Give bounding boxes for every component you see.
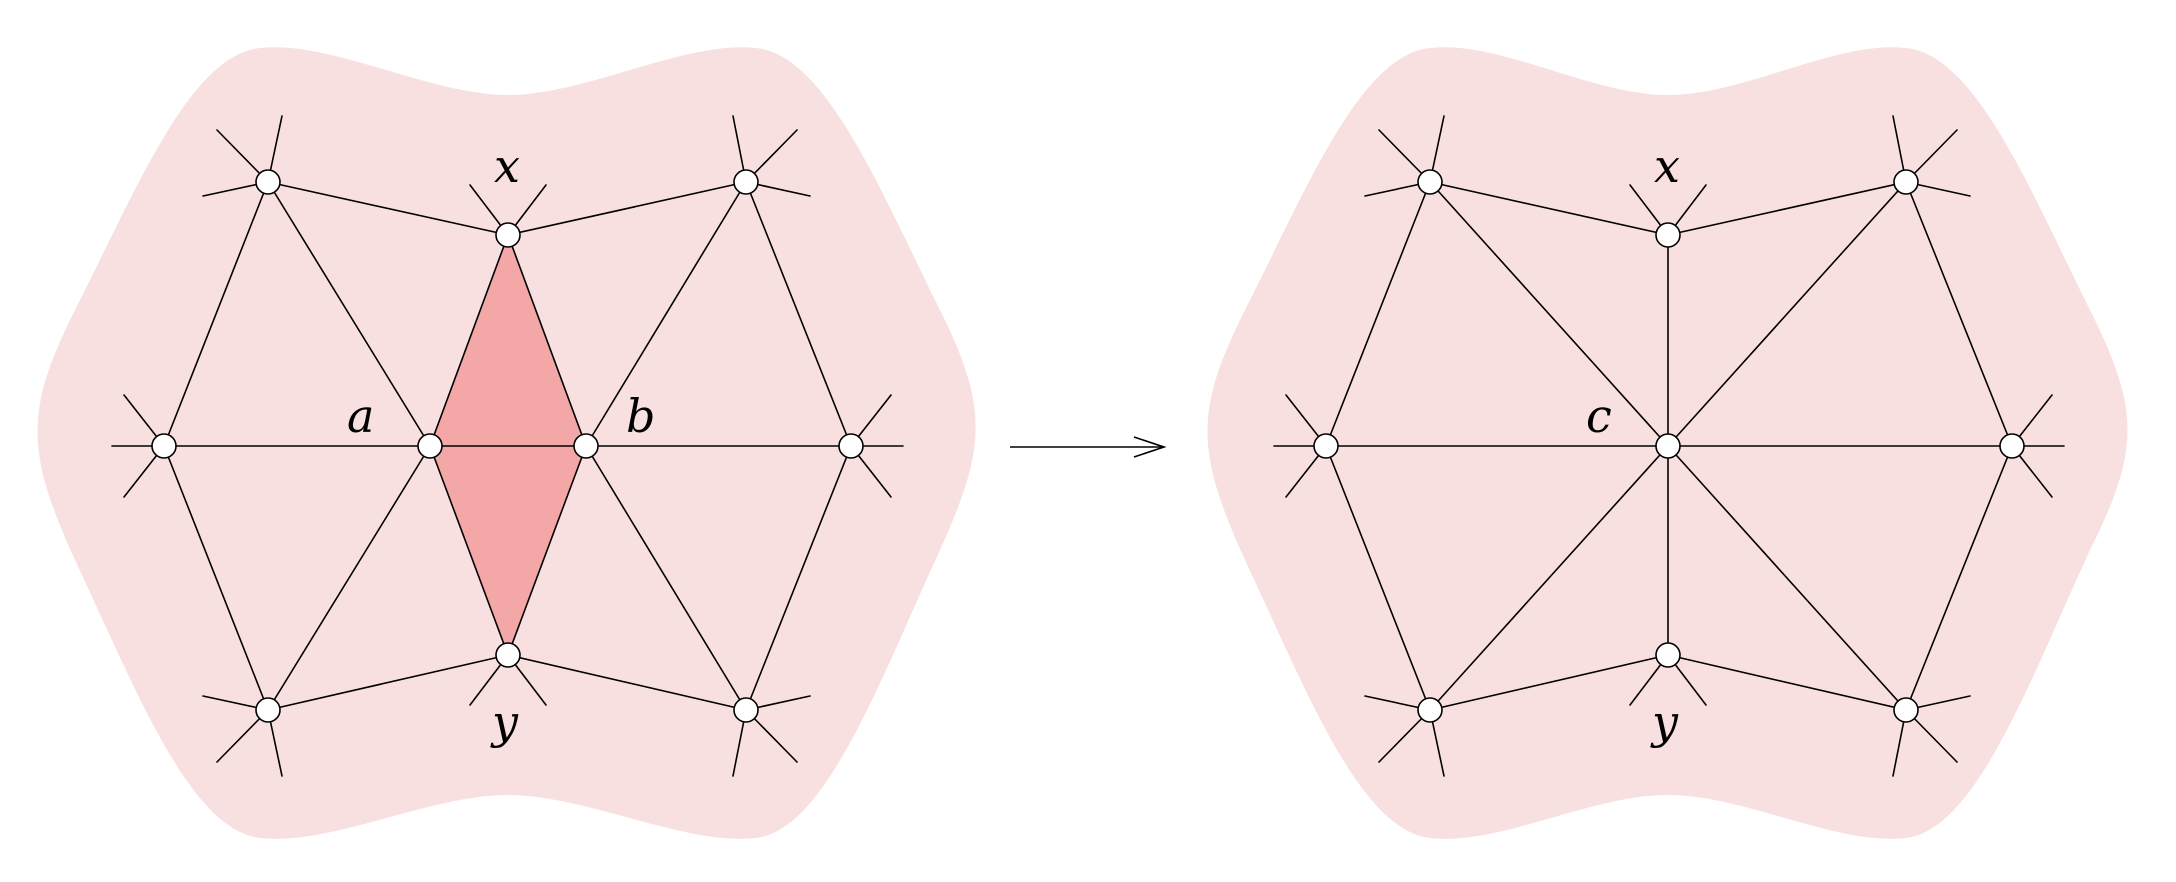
label-y-right: y <box>1650 695 1679 749</box>
label-x-left: x <box>494 139 520 193</box>
vertex-x <box>495 222 521 248</box>
right-graph: x c y <box>1207 47 2128 839</box>
label-c: c <box>1586 389 1612 443</box>
vertex-x <box>1655 222 1681 248</box>
left-vertices <box>151 169 864 723</box>
vertex <box>733 169 759 195</box>
vertex <box>151 433 177 459</box>
vertex <box>1893 169 1919 195</box>
vertex-y <box>495 642 521 668</box>
vertex <box>255 697 281 723</box>
transform-arrow <box>1010 436 1167 458</box>
label-b: b <box>626 389 655 443</box>
vertex <box>733 697 759 723</box>
vertex <box>1417 169 1443 195</box>
vertex <box>1313 433 1339 459</box>
left-graph: x a b y <box>37 47 976 839</box>
vertex <box>838 433 864 459</box>
vertex <box>1999 433 2025 459</box>
vertex <box>1893 697 1919 723</box>
vertex <box>1417 697 1443 723</box>
vertex-b <box>573 433 599 459</box>
label-a: a <box>347 389 374 443</box>
vertex-y <box>1655 642 1681 668</box>
vertex <box>255 169 281 195</box>
label-x-right: x <box>1654 139 1680 193</box>
vertex-a <box>417 433 443 459</box>
right-vertices <box>1313 169 2025 723</box>
left-edges <box>163 181 852 711</box>
vertex-c <box>1655 433 1681 459</box>
label-y-left: y <box>490 695 519 749</box>
